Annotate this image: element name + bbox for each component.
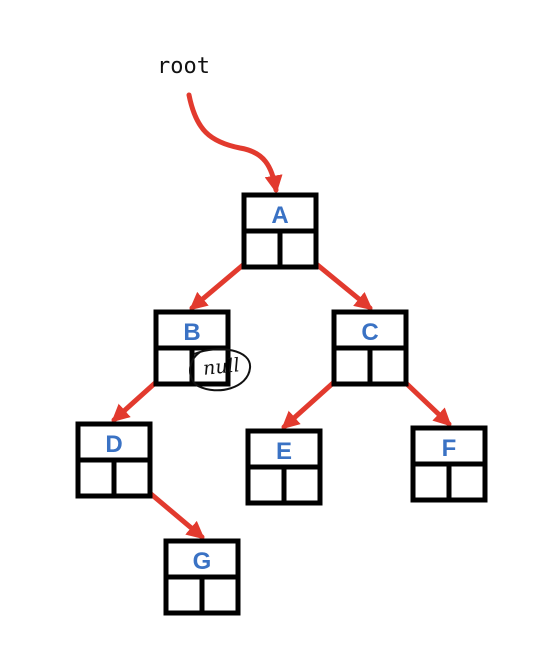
node-label: B xyxy=(183,319,200,346)
tree-node-a: A xyxy=(241,192,319,270)
tree-node-b: B xyxy=(153,309,231,387)
tree-node-f: F xyxy=(410,425,488,503)
node-label: E xyxy=(276,438,292,465)
root-pointer-arrow xyxy=(186,92,283,194)
node-label: A xyxy=(271,202,288,229)
node-label: F xyxy=(442,435,457,462)
scribble-circle xyxy=(189,348,252,392)
tree-node-e: E xyxy=(245,428,323,506)
node-label: D xyxy=(105,431,122,458)
nodes-layer: A B C D E F G xyxy=(75,192,488,616)
null-annotation: null xyxy=(189,348,252,392)
root-pointer-label: root xyxy=(157,54,210,79)
annotations-layer: null xyxy=(189,348,252,392)
node-label: G xyxy=(193,548,212,575)
tree-node-d: D xyxy=(75,421,153,499)
tree-node-g: G xyxy=(163,538,241,616)
null-annotation-text: null xyxy=(202,354,241,380)
tree-node-c: C xyxy=(331,309,409,387)
node-label: C xyxy=(361,319,378,346)
